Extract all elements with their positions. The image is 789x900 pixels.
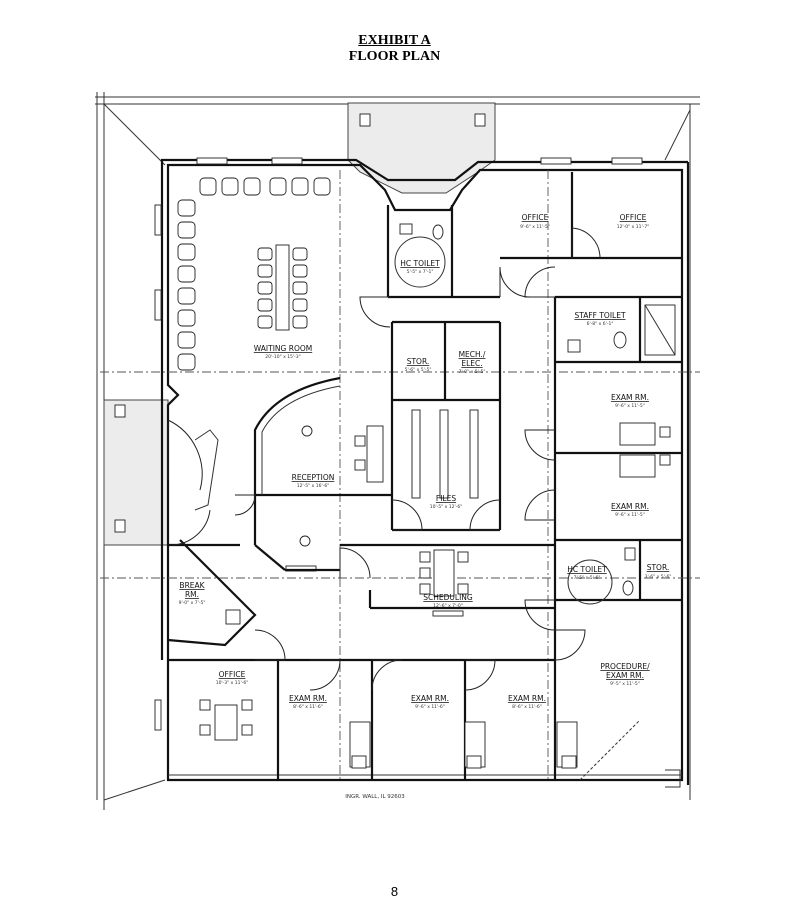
exam-room-label: EXAM RM. [411,694,449,703]
scheduling-label: SCHEDULING [423,593,473,602]
interior-walls [167,172,682,780]
outer-walls [160,158,690,788]
page-number: 8 [390,884,399,899]
exam-room-label: EXAM RM. [508,694,546,703]
procedure-room-label: PROCEDURE/ [600,662,650,671]
staff-toilet-label: STAFF TOILET [574,311,626,320]
office-label: OFFICE [620,213,647,222]
office-dim: 12'-0" x 11'-7" [617,224,650,230]
reception-dim: 12'-5" x 16'-6" [297,483,330,489]
storage-dim: 5'-6" x 5'-5" [405,367,432,373]
procedure-room-label-2: EXAM RM. [606,671,644,680]
storage-dim: 3'-6" x 5'-6" [645,574,672,580]
office-label: OFFICE [522,213,549,222]
files-label: FILES [436,494,456,503]
mech-elec-label-2: ELEC. [461,359,482,368]
storage-label: STOR. [647,563,670,572]
procedure-room-dim: 9'-5" x 11'-5" [610,681,640,687]
mech-elec-dim: 7'-0" x 5'-5" [459,369,486,375]
office-dim: 10'-3" x 11'-6" [216,680,249,686]
files-dim: 10'-5" x 12'-6" [430,504,463,510]
exam-room-dim: 8'-6" x 11'-6" [293,704,323,710]
room-labels: OFFICE 9'-6" x 11'-5" OFFICE 12'-0" x 11… [179,213,672,800]
office-dim: 9'-6" x 11'-5" [520,224,550,230]
waiting-chairs [177,177,331,371]
exam-room-dim: 8'-6" x 11'-6" [512,704,542,710]
office-label: OFFICE [219,670,246,679]
exam-room-dim: 9'-6" x 11'-6" [415,704,445,710]
site-lines [95,92,700,810]
canopies [103,102,496,546]
exam-room-label: EXAM RM. [611,502,649,511]
exhibit-title: EXHIBIT A [358,33,431,48]
windows [154,157,643,731]
exam-room-dim: 9'-6" x 11'-5" [615,512,645,518]
fixtures [199,223,676,769]
exam-room-label: EXAM RM. [611,393,649,402]
waiting-room-dim: 20'-10" x 15'-3" [265,354,300,360]
grid-lines [100,170,700,780]
hc-toilet-label: HC TOILET [567,565,607,574]
break-room-label: BREAK [179,581,205,590]
reception-label: RECEPTION [292,473,335,482]
hc-toilet-label: HC TOILET [400,259,440,268]
mech-elec-label: MECH./ [459,350,486,359]
exam-room-label: EXAM RM. [289,694,327,703]
hc-toilet-dim: 5'-5" x 7'-1" [407,269,434,275]
exam-room-dim: 9'-6" x 11'-5" [615,403,645,409]
staff-toilet-dim: 6'-8" x 6'-1" [587,321,614,327]
scheduling-dim: 12'-6" x 7'-0" [433,603,463,609]
hc-toilet-dim: 7'-5" x 5'-6" [574,575,601,581]
storage-label: STOR. [407,357,430,366]
floor-plan-subtitle: FLOOR PLAN [348,49,441,64]
doors [167,227,641,781]
address-note: INGR. WALL, IL 92603 [345,794,405,800]
break-room-dim: 9'-0" x 7'-5" [179,600,206,606]
break-room-label-2: RM. [185,590,199,599]
waiting-room-label: WAITING ROOM [254,344,312,353]
